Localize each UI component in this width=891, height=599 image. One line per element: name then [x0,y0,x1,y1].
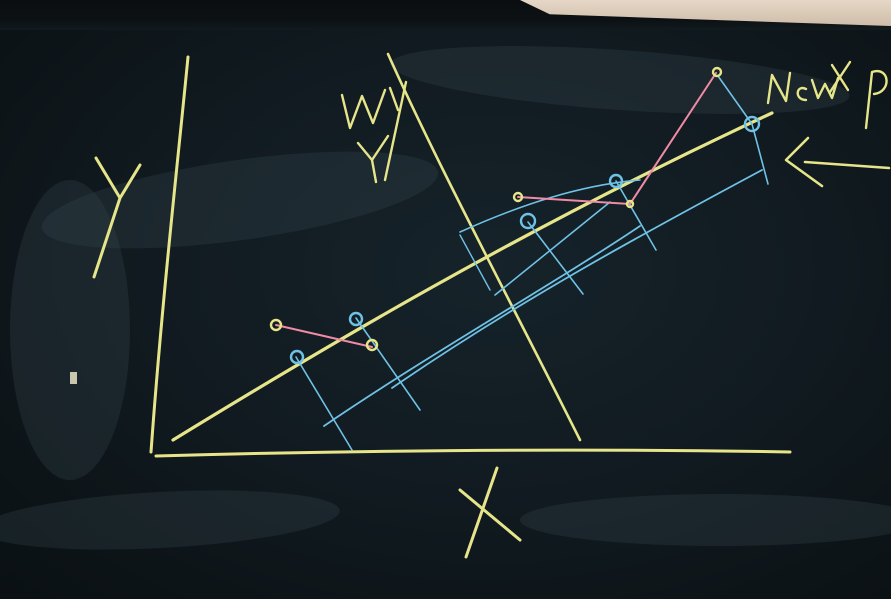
new-x-handwritten [766,60,888,130]
projection-lines [295,75,769,451]
new-y-axis-line [386,52,582,442]
data-point [711,66,723,78]
projected-point [289,349,305,365]
data-point [625,199,635,209]
axis-x-handwritten [458,466,522,559]
projected-point [608,173,624,189]
projected-points [289,115,761,365]
axis-y-handwritten [92,156,142,279]
chalk-speck [70,372,77,384]
y-axis-line [149,55,190,454]
projected-point [519,212,537,230]
data-point [365,338,379,352]
new-x-arrow [784,136,891,188]
data-point [512,191,524,203]
eraser-smudges [0,46,891,550]
data-points [269,66,723,352]
data-point [269,318,283,332]
projected-point [348,311,364,327]
new-y-handwritten [340,80,408,184]
residual-lines [275,72,717,348]
projected-point [743,115,761,133]
x-axis-line [154,448,792,458]
new-x-axis-line [171,111,774,442]
